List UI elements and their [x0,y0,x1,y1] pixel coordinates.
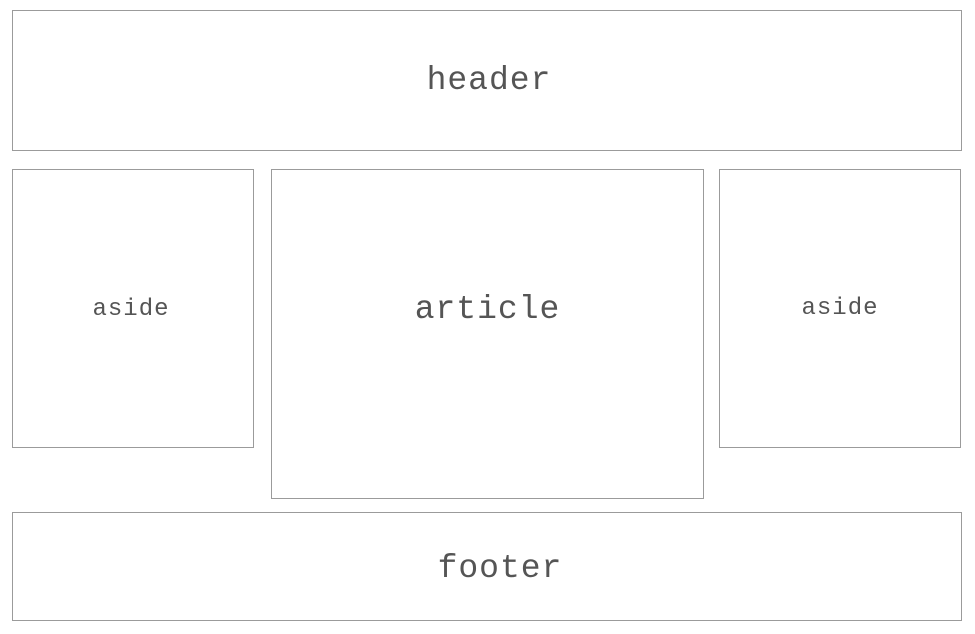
article-box: article [271,169,704,499]
aside-right-label: aside [801,295,879,322]
aside-left-box: aside [12,169,254,448]
header-box: header [12,10,962,151]
article-label: article [414,291,561,328]
header-label: header [426,62,552,99]
footer-box: footer [12,512,962,621]
footer-label: footer [437,550,563,587]
aside-left-label: aside [92,296,170,323]
aside-right-box: aside [719,169,961,448]
